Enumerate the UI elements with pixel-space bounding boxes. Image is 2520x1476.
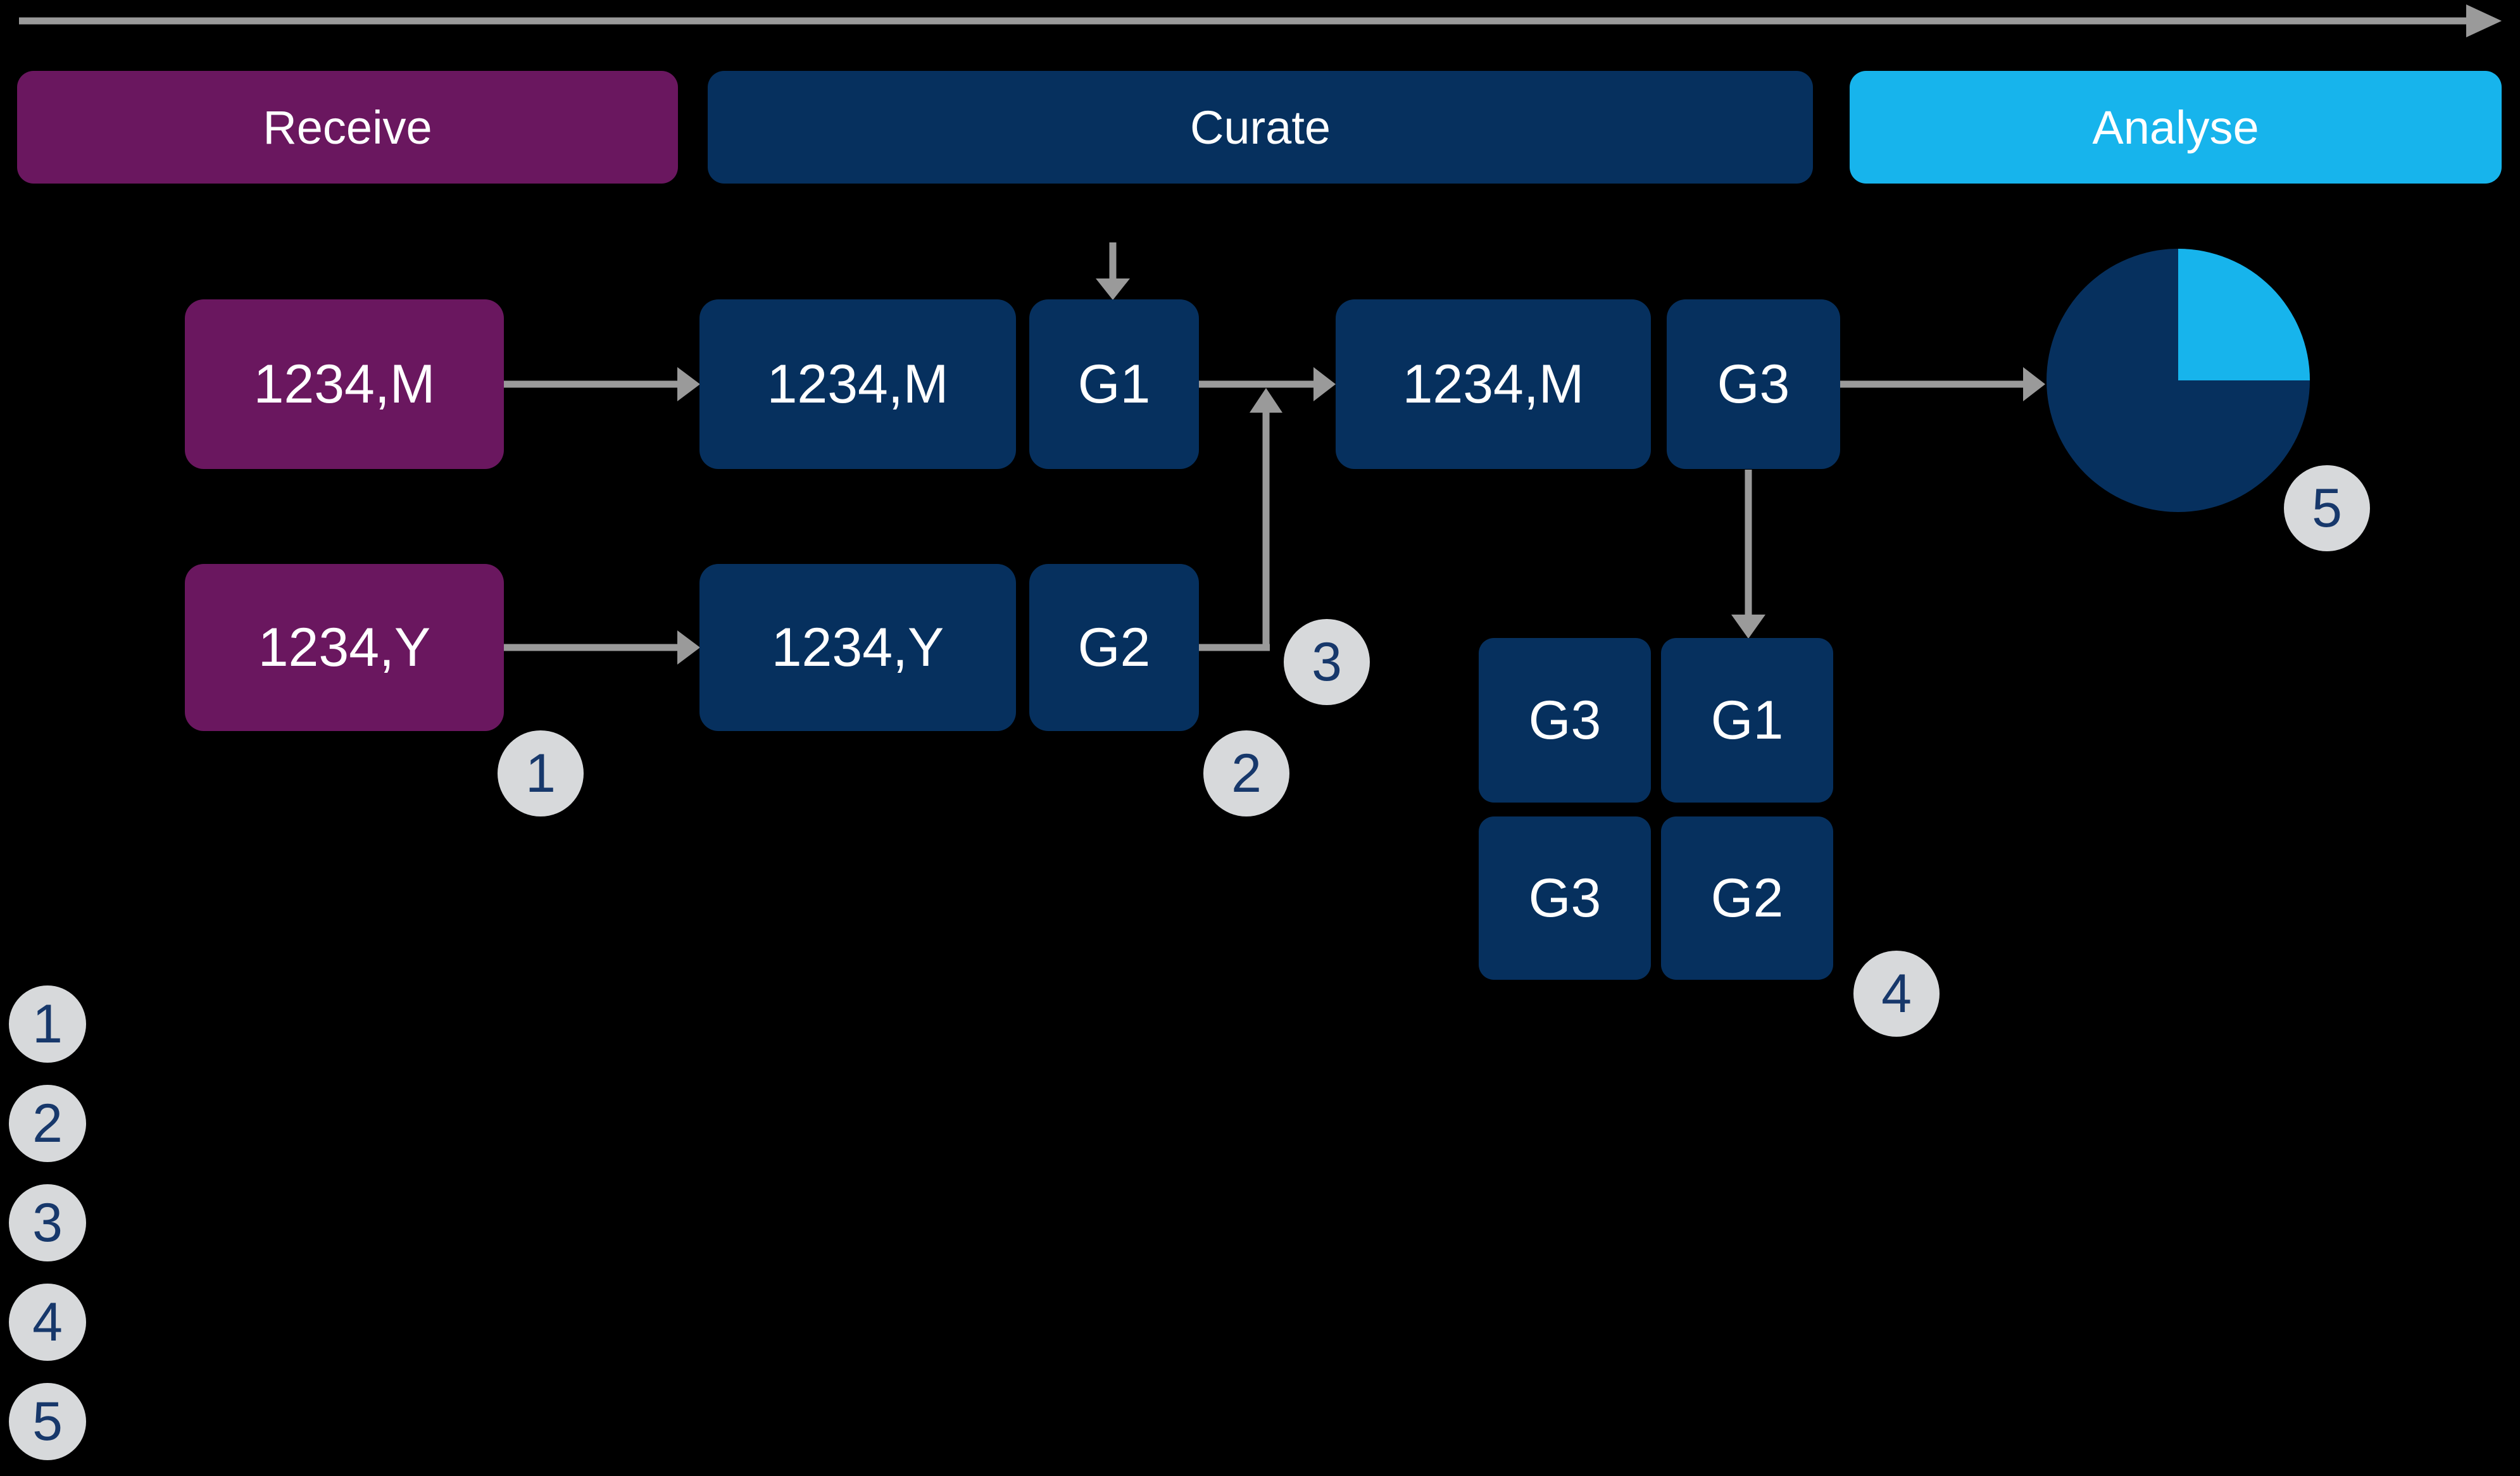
grid-cell-g2-label: G2 [1710, 867, 1784, 929]
grid-cell-g1-label: G1 [1710, 689, 1784, 751]
step-marker-4: 4 [1853, 951, 1940, 1037]
step-marker-3-label: 3 [1312, 631, 1342, 692]
tag-g1-box: G1 [1029, 299, 1199, 469]
legend-marker-1-label: 1 [32, 993, 63, 1054]
stage-curate-label: Curate [1189, 101, 1331, 154]
box-receive-1234y-label: 1234,Y [258, 616, 431, 678]
step-marker-1: 1 [498, 730, 584, 816]
box-receive-1234y: 1234,Y [185, 564, 504, 731]
stage-curate: Curate [708, 71, 1813, 184]
stage-analyse: Analyse [1850, 71, 2502, 184]
step-marker-5: 5 [2284, 465, 2370, 551]
legend-marker-1: 1 [9, 985, 86, 1063]
tag-g3-label: G3 [1717, 353, 1790, 415]
tag-g2-box: G2 [1029, 564, 1199, 731]
legend-marker-3-label: 3 [32, 1192, 63, 1253]
legend-marker-2: 2 [9, 1085, 86, 1162]
timeline-arrow-icon [19, 4, 2502, 37]
box-receive-1234m-label: 1234,M [253, 353, 436, 415]
tag-g2-label: G2 [1077, 616, 1151, 678]
grid-cell-g3-top-label: G3 [1528, 689, 1602, 751]
box-curate-1234m-label: 1234,M [767, 353, 949, 415]
legend-marker-4: 4 [9, 1284, 86, 1361]
arrow-input-into-g1-icon [1096, 242, 1130, 300]
box-curate-1234y-label: 1234,Y [771, 616, 944, 678]
step-marker-5-label: 5 [2312, 477, 2342, 539]
arrow-g3-to-grid-icon [1731, 470, 1765, 639]
pie-chart [2047, 249, 2310, 512]
arrow-g1-to-merged-icon [1199, 367, 1336, 401]
grid-cell-g3-top: G3 [1479, 638, 1651, 803]
arrow-g3-to-pie-icon [1840, 367, 2045, 401]
grid-cell-g1: G1 [1661, 638, 1833, 803]
box-receive-1234m: 1234,M [185, 299, 504, 469]
box-merged-1234m-label: 1234,M [1402, 353, 1584, 415]
stage-analyse-label: Analyse [2092, 101, 2259, 154]
grid-cell-g3-bottom: G3 [1479, 816, 1651, 980]
step-marker-2-label: 2 [1231, 742, 1262, 804]
legend-marker-3: 3 [9, 1184, 86, 1261]
tag-g1-label: G1 [1077, 353, 1151, 415]
connector-g2-up-icon [1199, 388, 1282, 651]
legend-marker-2-label: 2 [32, 1092, 63, 1154]
step-marker-1-label: 1 [525, 742, 556, 804]
step-marker-3: 3 [1284, 619, 1370, 705]
stage-receive: Receive [17, 71, 678, 184]
legend-marker-4-label: 4 [32, 1291, 63, 1353]
stage-receive-label: Receive [263, 101, 432, 154]
grid-cell-g3-bottom-label: G3 [1528, 867, 1602, 929]
legend-marker-5-label: 5 [32, 1391, 63, 1452]
step-marker-4-label: 4 [1881, 963, 1912, 1024]
pie-slice-quarter [2178, 249, 2310, 380]
grid-cell-g2: G2 [1661, 816, 1833, 980]
legend-marker-5: 5 [9, 1383, 86, 1460]
arrow-receive-y-to-curate-icon [504, 630, 700, 665]
arrow-receive-m-to-curate-icon [504, 367, 700, 401]
box-merged-1234m: 1234,M [1336, 299, 1651, 469]
step-marker-2: 2 [1203, 730, 1289, 816]
tag-g3-box: G3 [1667, 299, 1840, 469]
box-curate-1234y: 1234,Y [699, 564, 1016, 731]
box-curate-1234m: 1234,M [699, 299, 1016, 469]
